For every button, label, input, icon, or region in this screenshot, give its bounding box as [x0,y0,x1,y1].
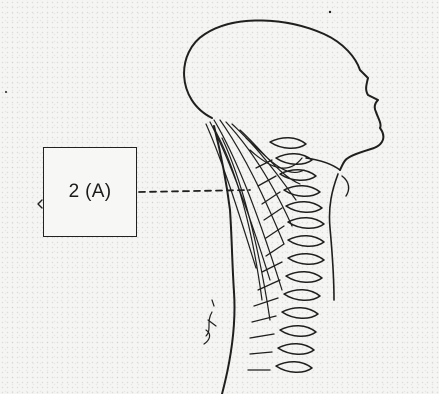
chest-outline [342,176,349,196]
speck [5,91,7,93]
spinous-processes [248,160,284,370]
callout-label-box: 2 (A) [43,147,137,237]
speck [329,11,331,13]
box-edge-mark [38,200,42,208]
callout-label: 2 (A) [69,181,112,203]
callout-leader-line [139,190,250,192]
spinal-column [270,138,324,373]
muscle-fibers [206,120,304,320]
artist-signature [204,300,216,344]
front-neck-outline [329,174,338,300]
